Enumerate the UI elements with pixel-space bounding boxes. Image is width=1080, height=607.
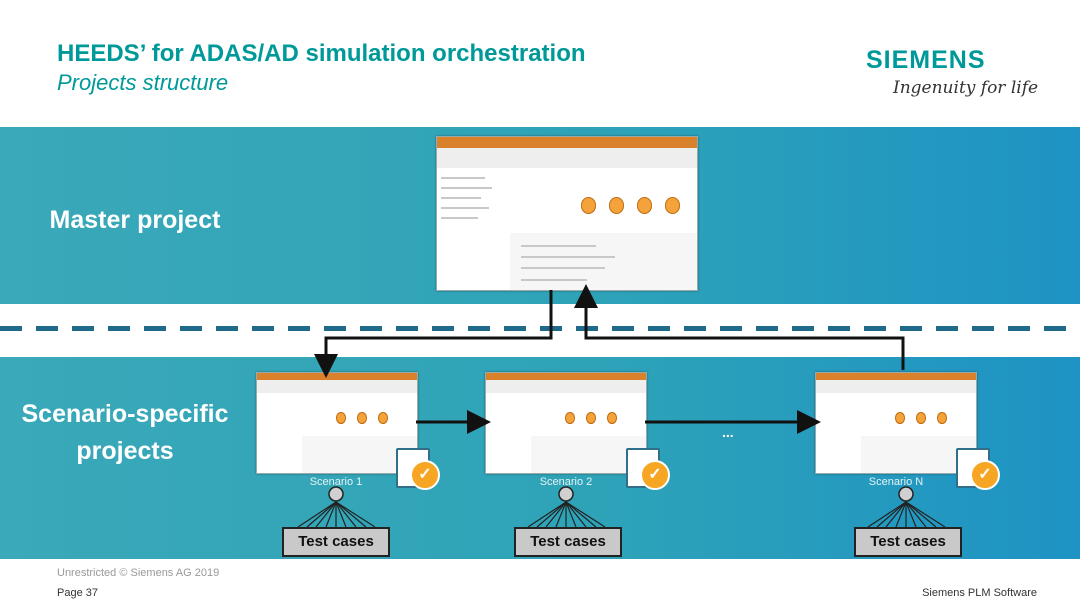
test-case-tree-n <box>867 494 946 528</box>
siemens-tagline: Ingenuity for life <box>893 78 1039 98</box>
slide-subtitle: Projects structure <box>57 70 229 95</box>
scenario-2-caption: Scenario 2 <box>539 476 593 488</box>
workflow-node <box>665 197 681 214</box>
checkmark-icon: ✓ <box>970 460 1000 490</box>
app-tree-panel <box>437 167 511 290</box>
dashed-divider <box>0 326 1080 331</box>
siemens-logo: SIEMENS <box>866 46 986 74</box>
scenario-n-caption: Scenario N <box>868 476 924 488</box>
arrow-scenario-n-to-master <box>574 284 905 370</box>
master-project-label: Master project <box>49 206 221 234</box>
arrow-master-to-scenario-1 <box>314 290 553 378</box>
scenario-2-node <box>558 486 574 502</box>
footer-company: Siemens PLM Software <box>922 587 1037 599</box>
footer-classification: Unrestricted © Siemens AG 2019 <box>57 567 220 579</box>
scenario-n-screenshot <box>815 372 977 474</box>
workflow-node <box>580 197 597 214</box>
scenario-2-screenshot <box>485 372 647 474</box>
scenario-1-screenshot <box>256 372 418 474</box>
scenario-n-node <box>898 486 914 502</box>
test-cases-box-2: Test cases <box>514 527 622 557</box>
workflow-node <box>609 197 625 214</box>
master-project-screenshot <box>436 136 698 291</box>
scenario-label-line2: projects <box>76 437 174 465</box>
test-case-tree-2 <box>527 494 606 528</box>
app-properties-panel <box>509 233 697 290</box>
workflow-node <box>637 197 653 214</box>
test-cases-box-n: Test cases <box>854 527 962 557</box>
slide-title: HEEDS’ for ADAS/AD simulation orchestrat… <box>57 40 586 67</box>
scenario-label-line1: Scenario-specific <box>21 400 229 428</box>
scenario-1-node <box>328 486 344 502</box>
more-scenarios-ellipsis: ... <box>722 424 734 440</box>
test-case-tree-1 <box>297 494 376 528</box>
footer-page-number: Page 37 <box>57 587 98 599</box>
checkmark-icon: ✓ <box>640 460 670 490</box>
scenario-1-caption: Scenario 1 <box>309 476 363 488</box>
test-cases-box-1: Test cases <box>282 527 390 557</box>
app-titlebar <box>437 137 697 148</box>
checkmark-icon: ✓ <box>410 460 440 490</box>
